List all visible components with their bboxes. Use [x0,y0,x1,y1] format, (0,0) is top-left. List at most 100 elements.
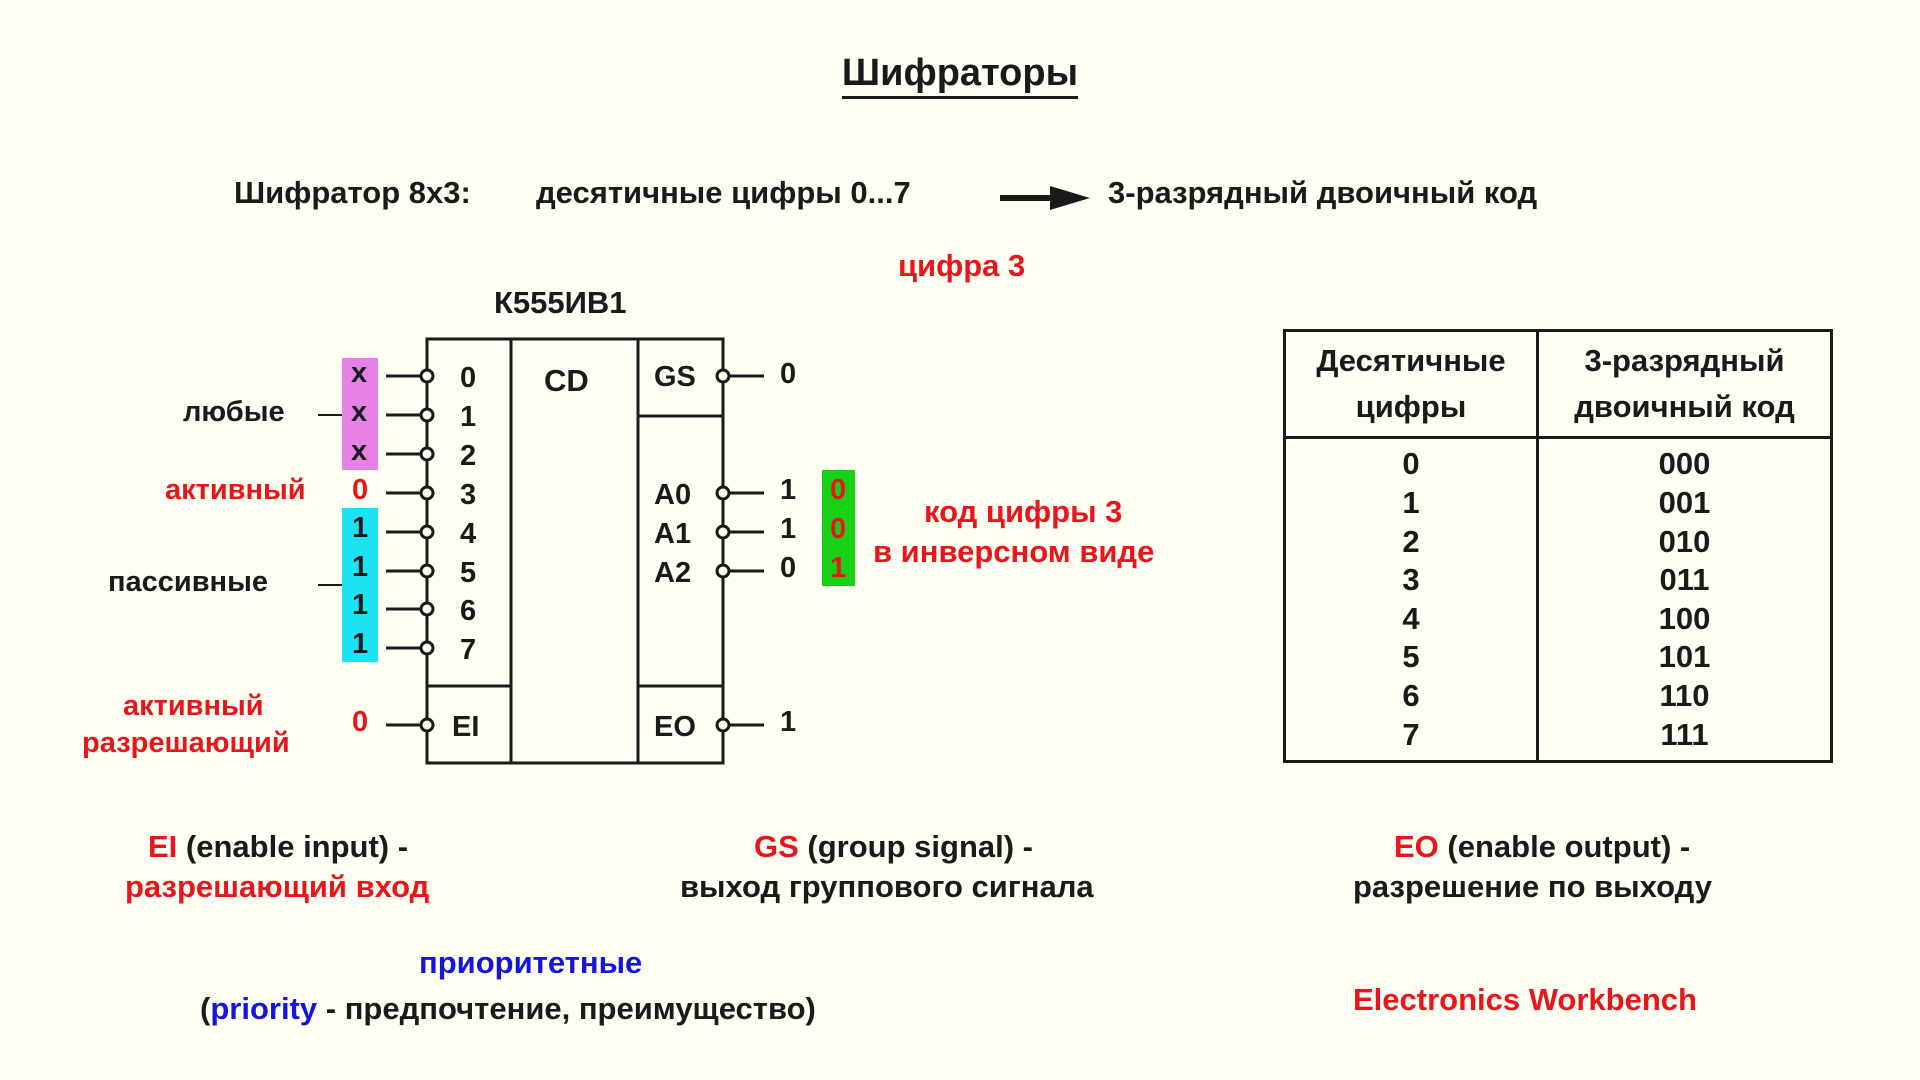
table-header-digits-line2: цифры [1355,389,1467,424]
table-cell-digit: 0 [1283,437,1539,484]
address-pin-label: A0 [654,479,692,511]
input-pin-label: 2 [460,440,477,472]
legend-eo-en: (enable output) - [1447,829,1691,864]
legend-ei-ru: разрешающий вход [125,869,430,904]
table-cell-code: 101 [1536,638,1833,677]
code-table: Десятичные цифры 3-разрядный двоичный ко… [1283,329,1833,763]
input-pin-label: 6 [460,595,477,627]
table-cell-digit: 6 [1283,676,1539,716]
legend-eo: EO (enable output) - [1394,829,1690,865]
legend-ei-abbr: EI [148,829,178,864]
legend-gs-en: (group signal) - [807,829,1034,864]
table-cell-code: 010 [1536,522,1833,561]
priority-en: priority [210,991,318,1026]
legend-gs-ru: выход группового сигнала [680,869,1094,904]
page-title-text: Шифраторы [841,52,1079,99]
code-caption-1: код цифры 3 [924,494,1123,529]
table-cell-digit: 1 [1283,483,1539,523]
enable-input-value: 0 [352,706,369,738]
enable-label-2: разрешающий [82,727,290,759]
table-cell-digit: 4 [1283,599,1539,639]
input-pin-label: 7 [460,634,477,666]
table-header-code-line2: двоичный код [1574,389,1795,424]
table-cell-code: 000 [1536,437,1833,484]
input-value-active: 0 [352,474,369,506]
input-pin-label: 4 [460,518,477,550]
priority-word: приоритетные [419,945,643,980]
address-output-value: 1 [780,513,797,545]
address-pin-label: A1 [654,518,692,550]
arrow-right-icon [1000,186,1090,210]
input-value-passive: 1 [352,512,369,544]
inverse-value: 1 [830,552,847,584]
gs-output-value: 0 [780,358,797,390]
legend-gs-abbr: GS [754,829,799,864]
table-cell-digit: 3 [1283,560,1539,600]
table-header-code: 3-разрядный двоичный код [1536,329,1833,439]
eo-pin-label: EO [654,711,696,743]
input-value-any: x [351,396,368,428]
priority-dash: - [325,991,337,1026]
inverse-value: 0 [830,513,847,545]
table-header-code-line1: 3-разрядный [1584,343,1785,378]
legend-ei-en: (enable input) - [185,829,409,864]
table-cell-digit: 7 [1283,715,1539,762]
table-header-digits-line1: Десятичные [1316,343,1506,378]
input-value-any: x [351,435,368,467]
ei-pin-label: EI [452,711,480,743]
input-value-passive: 1 [352,589,369,621]
priority-ru: предпочтение, преимущество) [344,991,816,1026]
legend-eo-ru: разрешение по выходу [1353,869,1712,904]
table-header-digits: Десятичные цифры [1283,329,1539,439]
table-cell-code: 111 [1536,715,1833,762]
priority-open-paren: ( [200,991,211,1026]
inverse-value: 0 [830,474,847,506]
table-cell-code: 011 [1536,560,1833,600]
inverse-highlight [822,470,855,586]
input-pin-label: 1 [460,401,477,433]
input-pin-lines [386,368,435,733]
input-value-passive: 1 [352,551,369,583]
legend-eo-abbr: EO [1394,829,1439,864]
passive-label: пассивные [108,566,268,598]
any-label: любые [183,396,285,428]
table-cell-code: 100 [1536,599,1833,639]
legend-ei: EI (enable input) - [148,829,408,865]
table-cell-digit: 5 [1283,638,1539,677]
legend-gs: GS (group signal) - [754,829,1033,865]
active-label: активный [165,474,306,506]
table-cell-code: 001 [1536,483,1833,523]
address-output-value: 0 [780,552,797,584]
subtitle-right: 3-разрядный двоичный код [1108,175,1538,210]
enable-label-1: активный [123,690,264,722]
subtitle-left: Шифратор 8х3: [234,175,471,210]
chip-body [425,337,725,765]
gs-pin-label: GS [654,361,696,393]
input-value-any: x [351,357,368,389]
table-cell-digit: 2 [1283,522,1539,561]
software-name: Electronics Workbench [1353,982,1697,1017]
page-title: Шифраторы [0,52,1920,99]
output-pin-lines [715,368,764,733]
any-highlight [342,358,378,470]
eo-output-value: 1 [780,706,797,738]
code-caption-2: в инверсном виде [873,534,1155,569]
input-value-passive: 1 [352,628,369,660]
passive-highlight [342,508,378,662]
input-pin-label: 3 [460,479,477,511]
chip-name: К555ИВ1 [494,285,627,320]
subtitle-middle: десятичные цифры 0...7 [536,175,911,210]
input-pin-label: 5 [460,557,477,589]
table-header-row: Десятичные цифры 3-разрядный двоичный ко… [1283,329,1833,439]
address-pin-label: A2 [654,557,692,589]
chip-cd-label: CD [544,363,589,398]
input-pin-label: 0 [460,362,477,394]
